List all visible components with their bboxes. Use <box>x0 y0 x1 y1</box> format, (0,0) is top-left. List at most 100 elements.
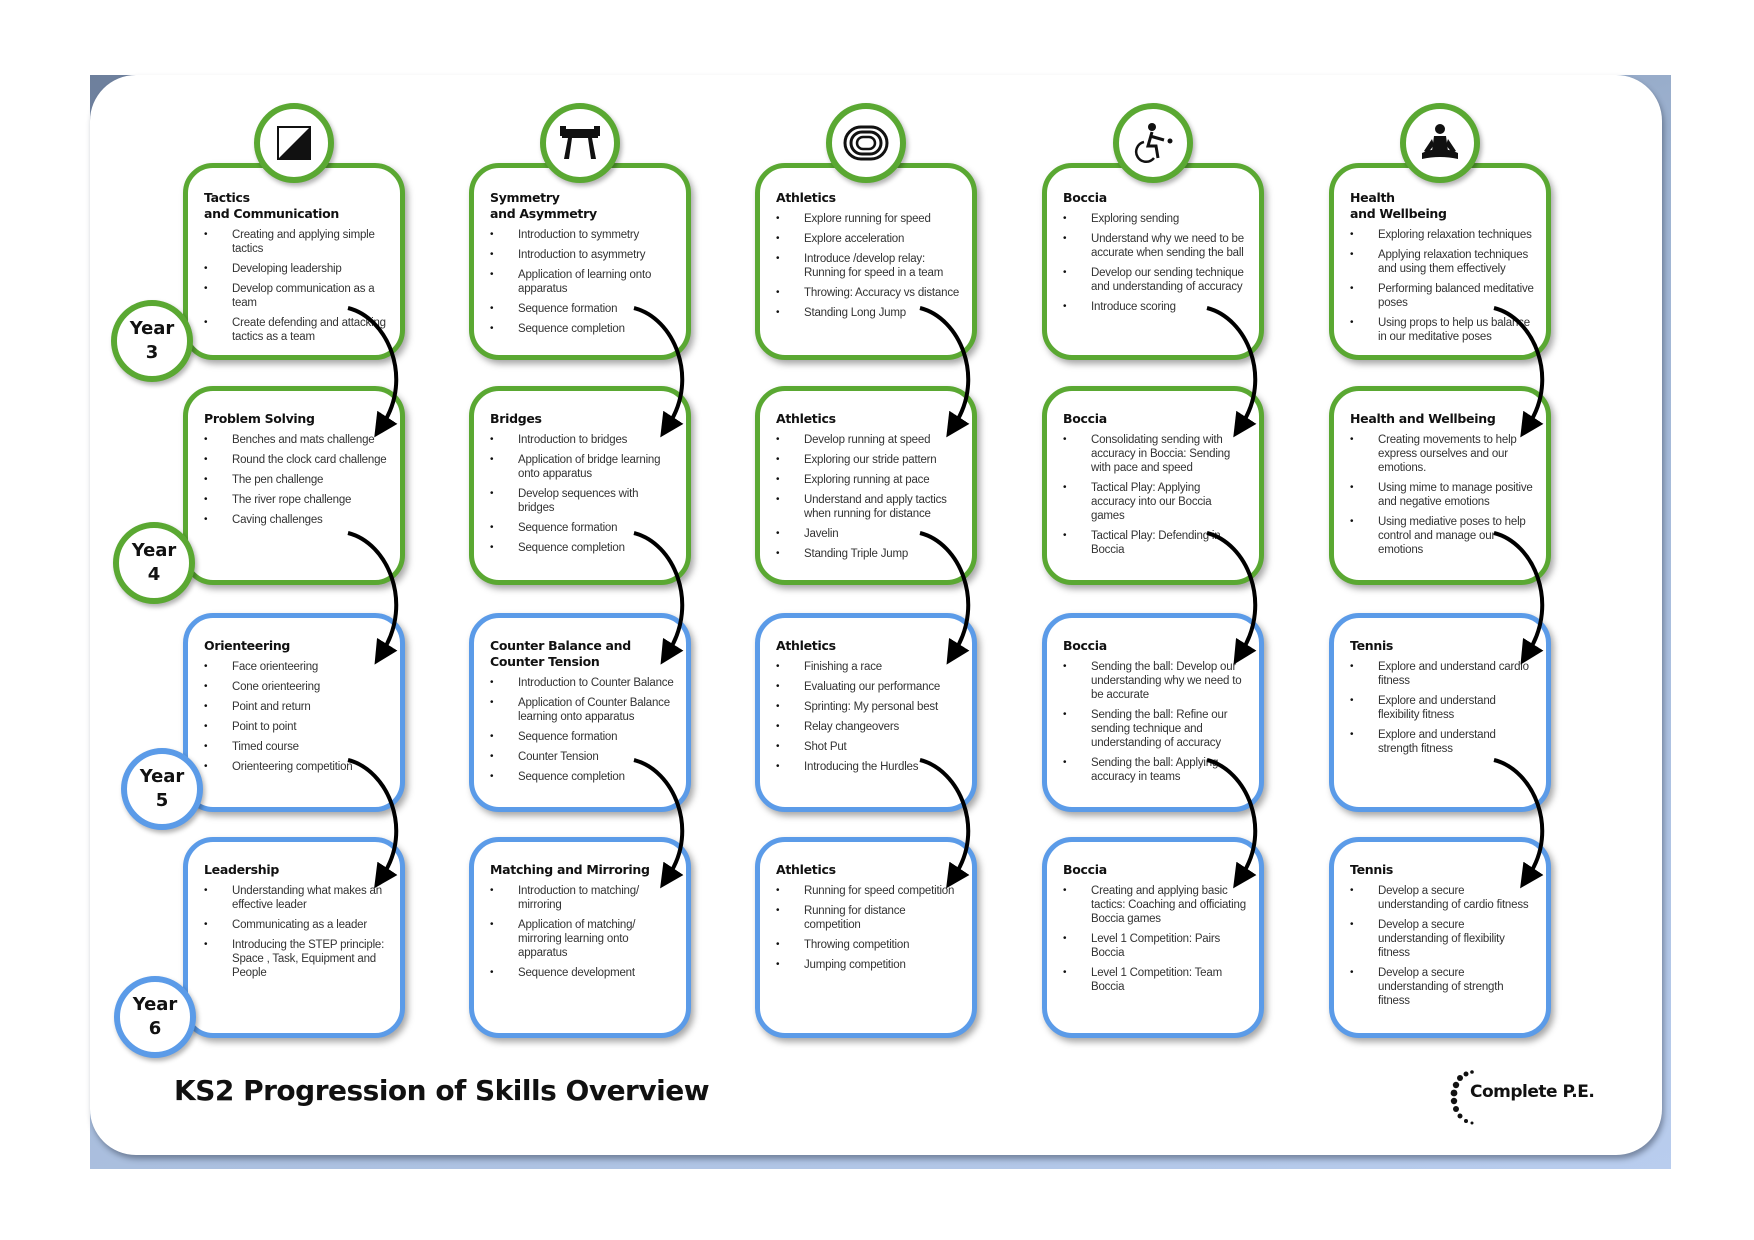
skill-card: OrienteeringFace orienteeringCone orient… <box>183 613 405 812</box>
skill-item: Application of matching/ mirroring learn… <box>490 918 674 960</box>
skill-list: Creating movements to help express ourse… <box>1350 433 1534 557</box>
skill-item: Relay changeovers <box>776 720 960 734</box>
boccia-icon-badge <box>1113 103 1193 183</box>
skill-item: Tactical Play: Defending in Boccia <box>1063 529 1247 557</box>
skill-item: Javelin <box>776 527 960 541</box>
skill-list: Introduction to matching/ mirroringAppli… <box>490 884 674 980</box>
skill-card: Tactics and CommunicationCreating and ap… <box>183 163 405 360</box>
skill-item: Using mediative poses to help control an… <box>1350 515 1534 557</box>
skill-list: Exploring sendingUnderstand why we need … <box>1063 212 1247 314</box>
meditation-icon <box>1418 123 1462 163</box>
skill-item: The river rope challenge <box>204 493 388 507</box>
skill-item: Evaluating our performance <box>776 680 960 694</box>
skill-card: Problem SolvingBenches and mats challeng… <box>183 386 405 585</box>
skill-item: Explore and understand flexibility fitne… <box>1350 694 1534 722</box>
skill-item: Point and return <box>204 700 388 714</box>
year-number: 6 <box>148 1018 162 1039</box>
skill-item: Sequence completion <box>490 322 674 336</box>
skill-item: Sprinting: My personal best <box>776 700 960 714</box>
skill-item: Sequence formation <box>490 302 674 316</box>
skill-item: Benches and mats challenge <box>204 433 388 447</box>
skill-item: Introduction to asymmetry <box>490 248 674 262</box>
skill-card-title: Orienteering <box>204 638 291 653</box>
skill-card: AthleticsExplore running for speedExplor… <box>755 163 977 360</box>
skill-card-title: Athletics <box>776 190 836 205</box>
skill-list: Exploring relaxation techniquesApplying … <box>1350 228 1534 344</box>
skill-card: BocciaSending the ball: Develop our unde… <box>1042 613 1264 812</box>
logo-dots-icon <box>1450 1070 1474 1125</box>
skill-card-title: Tennis <box>1350 638 1394 653</box>
skill-item: Sending the ball: Refine our sending tec… <box>1063 708 1247 750</box>
skill-item: Introducing the STEP principle: Space , … <box>204 938 388 980</box>
skill-item: Sequence formation <box>490 521 674 535</box>
skill-item: Performing balanced meditative poses <box>1350 282 1534 310</box>
skill-item: Develop communication as a team <box>204 282 388 310</box>
year-number: 3 <box>145 342 159 363</box>
skill-card: BocciaConsolidating sending with accurac… <box>1042 386 1264 585</box>
skill-card: BridgesIntroduction to bridgesApplicatio… <box>469 386 691 585</box>
gymnastics-horse-icon-badge <box>540 103 620 183</box>
skill-item: Understand why we need to be accurate wh… <box>1063 232 1247 260</box>
skill-item: Face orienteering <box>204 660 388 674</box>
skill-item: Exploring our stride pattern <box>776 453 960 467</box>
skill-card: Health and WellbeingExploring relaxation… <box>1329 163 1551 360</box>
skill-card-title: Boccia <box>1063 411 1107 426</box>
skill-item: Consolidating sending with accuracy in B… <box>1063 433 1247 475</box>
skill-item: Introduction to Counter Balance <box>490 676 674 690</box>
skill-card: LeadershipUnderstanding what makes an ef… <box>183 837 405 1038</box>
skill-item: Creating and applying basic tactics: Coa… <box>1063 884 1247 926</box>
skill-item: Using mime to manage positive and negati… <box>1350 481 1534 509</box>
skill-item: Sequence completion <box>490 541 674 555</box>
skill-list: Introduction to Counter BalanceApplicati… <box>490 676 674 784</box>
skill-item: Sequence development <box>490 966 674 980</box>
skill-list: Creating and applying basic tactics: Coa… <box>1063 884 1247 994</box>
skill-card: Counter Balance and Counter TensionIntro… <box>469 613 691 812</box>
skill-list: Introduction to bridgesApplication of br… <box>490 433 674 555</box>
meditation-icon-badge <box>1400 103 1480 183</box>
skill-item: Application of bridge learning onto appa… <box>490 453 674 481</box>
skill-item: Explore acceleration <box>776 232 960 246</box>
skill-item: Using props to help us balance in our me… <box>1350 316 1534 344</box>
skill-item: Exploring sending <box>1063 212 1247 226</box>
skill-card: Matching and MirroringIntroduction to ma… <box>469 837 691 1038</box>
skill-item: Develop a secure understanding of flexib… <box>1350 918 1534 960</box>
skill-item: Introduction to bridges <box>490 433 674 447</box>
skill-item: Running for speed competition <box>776 884 960 898</box>
skill-card-title: Boccia <box>1063 190 1107 205</box>
skill-item: Sending the ball: Applying accuracy in t… <box>1063 756 1247 784</box>
skill-card: AthleticsDevelop running at speedExplori… <box>755 386 977 585</box>
skill-item: Finishing a race <box>776 660 960 674</box>
skill-card-title: Symmetry and Asymmetry <box>490 190 597 221</box>
skill-item: Throwing competition <box>776 938 960 952</box>
skill-card-title: Health and Wellbeing <box>1350 190 1447 221</box>
skill-item: Developing leadership <box>204 262 388 276</box>
skill-list: Finishing a raceEvaluating our performan… <box>776 660 960 774</box>
skill-card-title: Boccia <box>1063 862 1107 877</box>
skill-list: Explore running for speedExplore acceler… <box>776 212 960 320</box>
running-track-icon <box>843 125 889 161</box>
skill-list: Face orienteeringCone orienteeringPoint … <box>204 660 388 774</box>
skill-card: Health and WellbeingCreating movements t… <box>1329 386 1551 585</box>
boccia-icon <box>1130 122 1176 164</box>
logo-text: Complete P.E. <box>1470 1082 1595 1102</box>
skill-item: Introducing the Hurdles <box>776 760 960 774</box>
year-number: 5 <box>155 790 169 811</box>
skill-item: Counter Tension <box>490 750 674 764</box>
skill-item: Application of learning onto apparatus <box>490 268 674 296</box>
skill-item: Level 1 Competition: Pairs Boccia <box>1063 932 1247 960</box>
skill-card-title: Athletics <box>776 411 836 426</box>
skill-item: Explore and understand strength fitness <box>1350 728 1534 756</box>
skill-item: Creating and applying simple tactics <box>204 228 388 256</box>
skill-item: Application of Counter Balance learning … <box>490 696 674 724</box>
skill-card-title: Tactics and Communication <box>204 190 340 221</box>
skill-item: Timed course <box>204 740 388 754</box>
skill-item: Create defending and attacking tactics a… <box>204 316 388 344</box>
skill-item: Develop our sending technique and unders… <box>1063 266 1247 294</box>
skill-card: AthleticsFinishing a raceEvaluating our … <box>755 613 977 812</box>
skill-list: Sending the ball: Develop our understand… <box>1063 660 1247 784</box>
skill-item: Jumping competition <box>776 958 960 972</box>
skill-card: TennisExplore and understand cardio fitn… <box>1329 613 1551 812</box>
skill-card: Symmetry and AsymmetryIntroduction to sy… <box>469 163 691 360</box>
year-label: Year <box>131 540 177 561</box>
